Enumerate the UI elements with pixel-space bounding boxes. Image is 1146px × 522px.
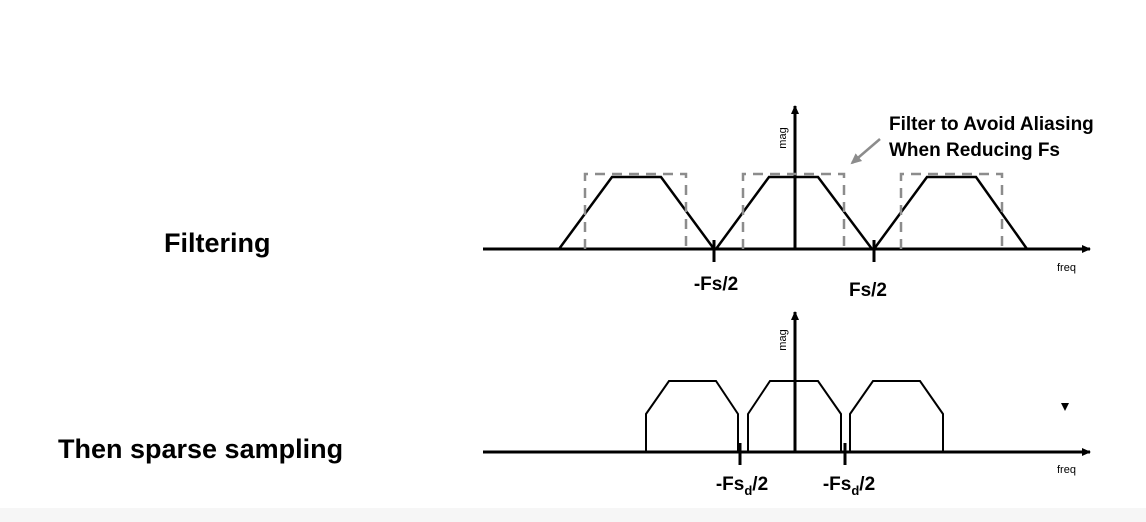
bottom-replica-left bbox=[645, 380, 739, 452]
annotation-line2: When Reducing Fs bbox=[889, 140, 1060, 161]
top-plot: mag freq -Fs/2 Fs/2 Filter to Avoid Alia… bbox=[483, 105, 1094, 301]
annotation-arrow bbox=[850, 138, 881, 165]
top-replica-right bbox=[872, 175, 1029, 250]
sparse-sampling-label: Then sparse sampling bbox=[58, 434, 344, 464]
bottom-x-axis-label: freq bbox=[1057, 464, 1076, 476]
bottom-replica-center bbox=[747, 380, 842, 452]
top-tick-right-label: Fs/2 bbox=[849, 280, 887, 301]
top-filter-left bbox=[583, 172, 688, 249]
top-y-axis-label: mag bbox=[777, 127, 789, 148]
bottom-band bbox=[0, 508, 1146, 522]
top-tick-left-label: -Fs/2 bbox=[694, 274, 738, 295]
bottom-plot: mag freq -Fsd/2 -Fsd/2 bbox=[483, 311, 1091, 498]
top-x-axis-label: freq bbox=[1057, 262, 1076, 274]
bottom-tick-right-label: -Fsd/2 bbox=[823, 474, 875, 498]
bottom-y-axis-label: mag bbox=[777, 329, 789, 350]
filtering-label: Filtering bbox=[164, 228, 271, 258]
top-filter-center bbox=[741, 172, 846, 249]
top-filter-right bbox=[899, 172, 1004, 249]
bottom-tick-left-label: -Fsd/2 bbox=[716, 474, 768, 498]
annotation-line1: Filter to Avoid Aliasing bbox=[889, 114, 1094, 135]
small-triangle-marker bbox=[1061, 403, 1069, 411]
top-replica-left bbox=[557, 175, 716, 250]
bottom-replica-right bbox=[849, 380, 944, 452]
